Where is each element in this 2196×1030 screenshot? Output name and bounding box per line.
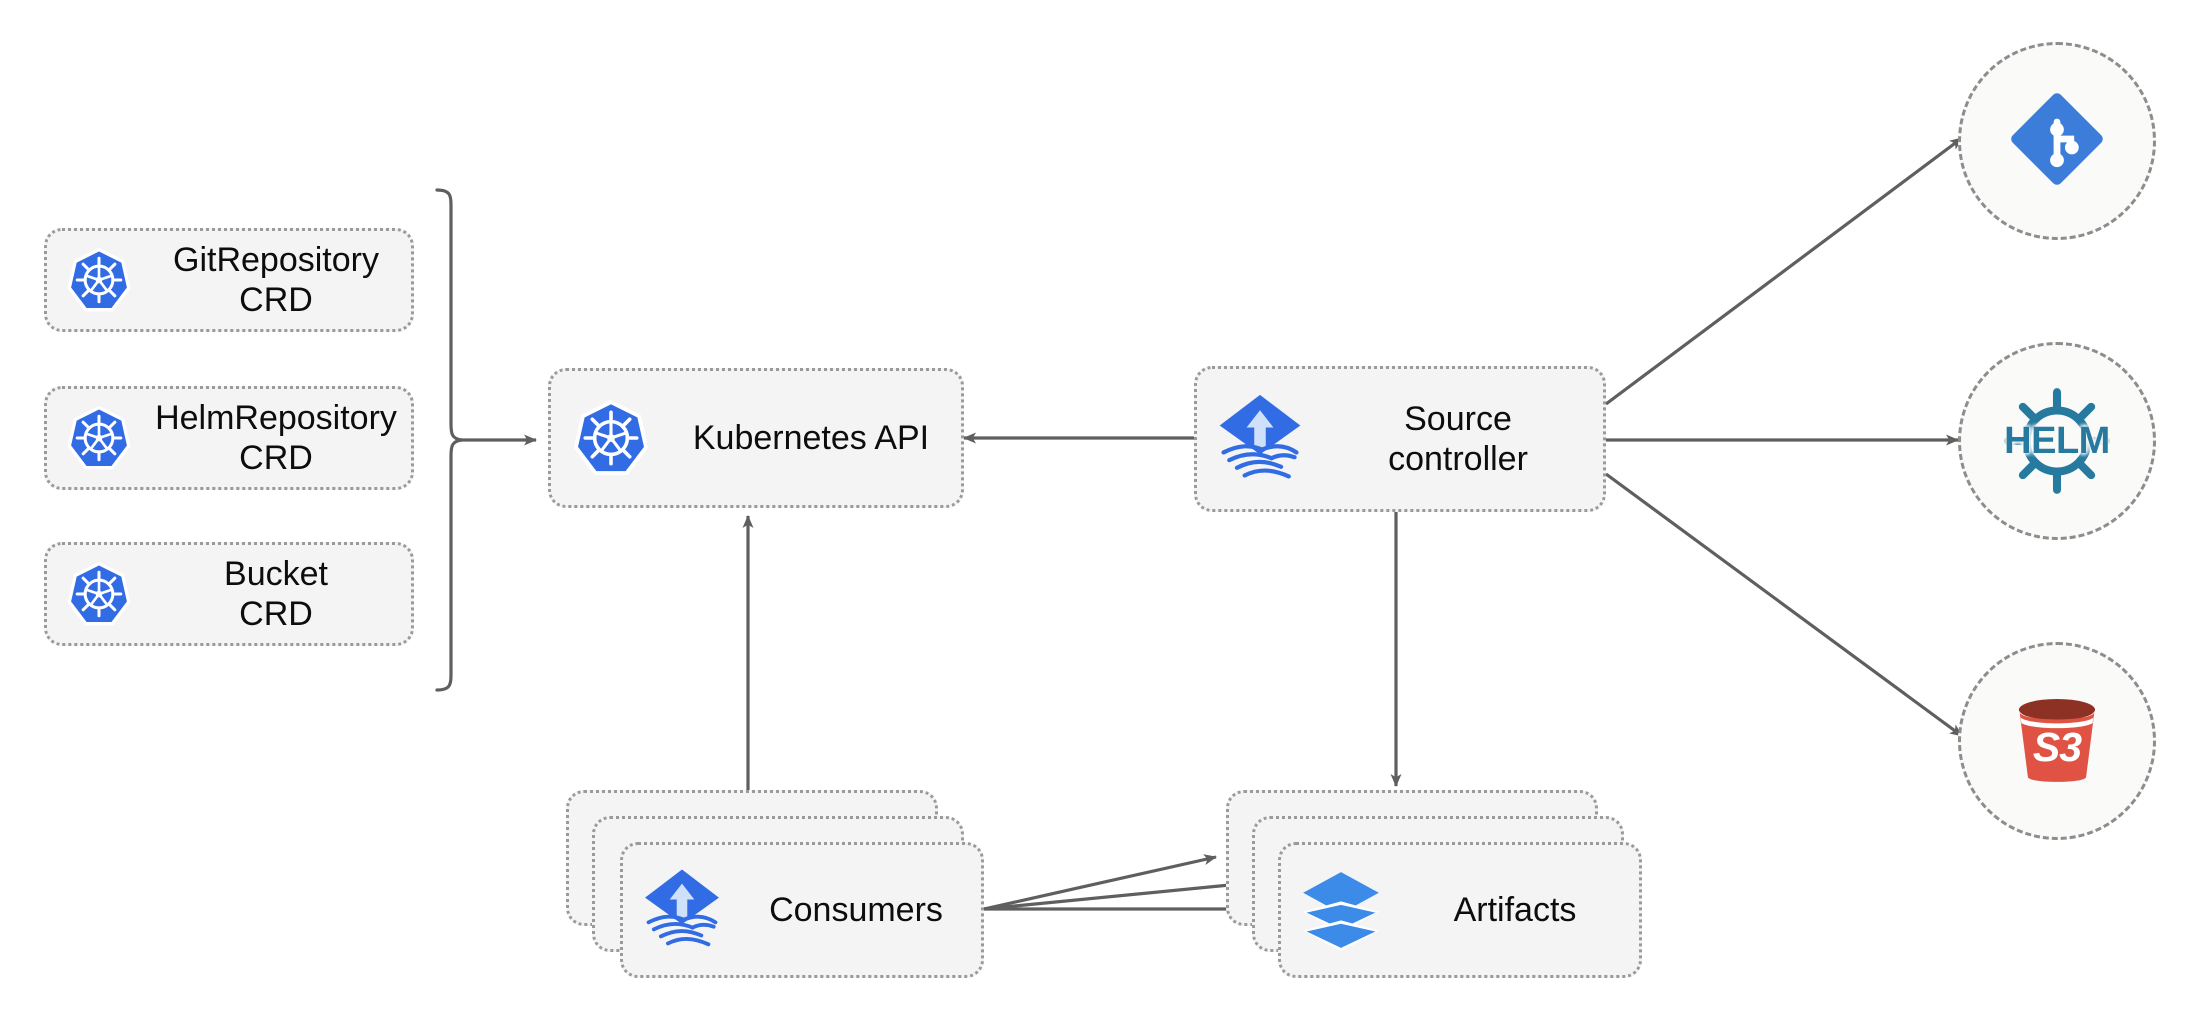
arrow-source-to-git <box>1605 136 1963 406</box>
crd-group-brace <box>435 188 537 692</box>
arrow-source-to-s3 <box>1605 472 1963 738</box>
node-label: Kubernetes API <box>692 418 930 457</box>
crd-box-helmrepository[interactable]: HelmRepository CRD <box>44 386 414 490</box>
flux-icon <box>1197 389 1323 489</box>
kubernetes-icon <box>551 399 671 477</box>
crd-box-gitrepository[interactable]: GitRepository CRD <box>44 228 414 332</box>
node-kubernetes-api[interactable]: Kubernetes API <box>548 368 964 508</box>
endpoint-helm[interactable]: HELM <box>1958 342 2156 540</box>
node-consumers[interactable]: Consumers <box>620 842 984 978</box>
crd-label: Bucket CRD <box>224 554 328 633</box>
helm-icon: HELM <box>1996 380 2118 502</box>
node-label: Consumers <box>769 890 943 929</box>
s3-bucket-icon: S3 <box>2001 685 2113 797</box>
node-label: Artifacts <box>1453 890 1577 929</box>
kubernetes-icon <box>47 405 151 471</box>
node-source-controller[interactable]: Source controller <box>1194 366 1606 512</box>
crd-label: HelmRepository CRD <box>155 398 397 477</box>
endpoint-git[interactable] <box>1958 42 2156 240</box>
flux-icon <box>623 863 741 957</box>
kubernetes-icon <box>47 561 151 627</box>
git-icon <box>2004 86 2110 197</box>
s3-label: S3 <box>2032 723 2082 770</box>
crd-label: GitRepository CRD <box>173 240 379 319</box>
layers-icon <box>1281 867 1401 953</box>
kubernetes-icon <box>47 247 151 313</box>
helm-label: HELM <box>2004 419 2110 462</box>
crd-box-bucket[interactable]: Bucket CRD <box>44 542 414 646</box>
node-label: Source controller <box>1388 399 1528 478</box>
node-artifacts[interactable]: Artifacts <box>1278 842 1642 978</box>
endpoint-s3[interactable]: S3 <box>1958 642 2156 840</box>
